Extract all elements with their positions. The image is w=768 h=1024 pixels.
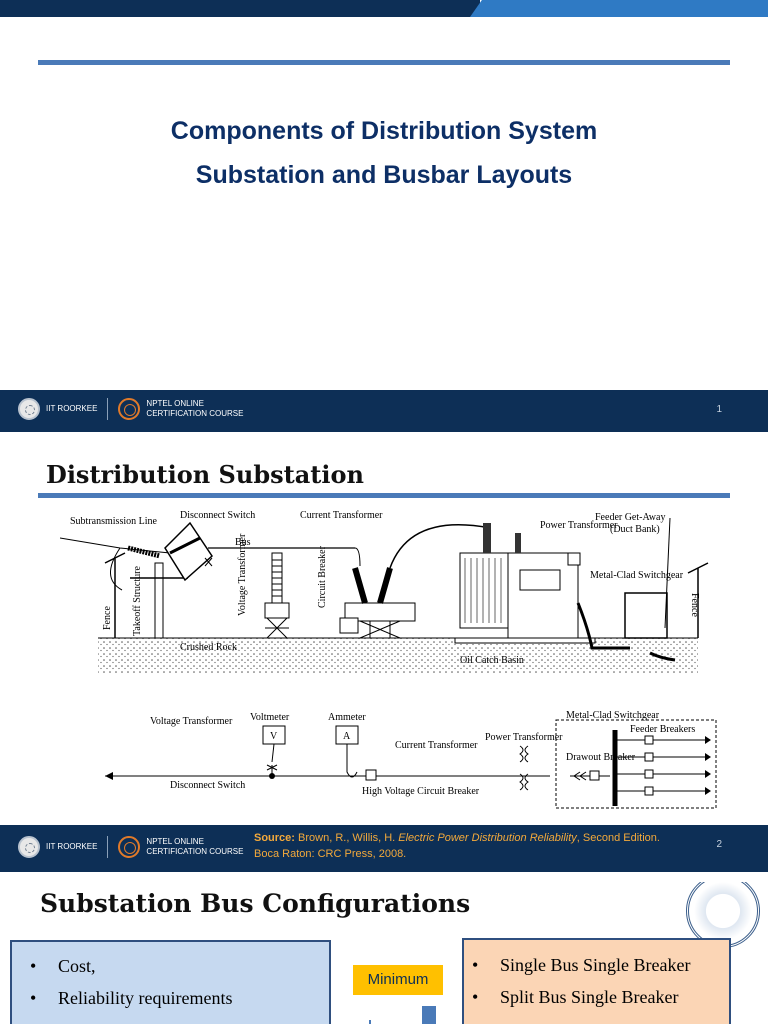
page-number-2: 2 [716,839,722,850]
drawout-breaker-label: Drawout Breaker [566,752,636,763]
feeder-breaker-rows [615,735,711,796]
ol-label-ammeter: Ammeter [328,712,366,723]
scale-arrow-tick [369,1020,371,1024]
iit-roorkee-emblem-icon [18,398,40,420]
substation-one-line-diagram: V A Drawout Breaker Voltage Transformer … [105,710,717,809]
footer-course-line-2-2: CERTIFICATION COURSE [146,847,244,856]
voltage-transformer [264,552,290,639]
disconnect-switch [164,521,213,582]
slide-gap-2 [0,872,768,882]
ol-label-feeder-breakers: Feeder Breakers [630,724,695,735]
slide-3: Substation Bus Configurations •Cost, •Re… [0,882,768,1024]
takeoff-structure [154,562,164,639]
source-publisher: Boca Raton: CRC Press, 2008. [254,848,407,860]
footer-course-line-2: CERTIFICATION COURSE [146,409,244,418]
heading-rule [38,493,730,498]
ol-label-hv-circuit-breaker: High Voltage Circuit Breaker [362,786,480,797]
label-takeoff-structure: Takeoff Structure [132,566,143,636]
ammeter-symbol: A [343,731,351,742]
right-configurations-box: •Single Bus Single Breaker •Split Bus Si… [462,938,731,1024]
source-label: Source: [254,832,295,844]
label-crushed-rock: Crushed Rock [180,642,237,653]
right-bullet-2: •Split Bus Single Breaker [472,987,679,1007]
power-transformer [454,523,596,644]
ol-label-current-transformer: Current Transformer [395,740,478,751]
source-book: Electric Power Distribution Reliability [398,832,577,844]
ol-label-disconnect-switch: Disconnect Switch [170,780,245,791]
left-criteria-box: •Cost, •Reliability requirements [10,940,331,1024]
source-edition: , Second Edition. [576,832,660,844]
label-fence-right: Fence [689,593,700,617]
label-power-transformer: Power Transformer [540,520,618,531]
metal-clad-switchgear [624,592,668,639]
label-fence-left: Fence [102,606,113,630]
label-subtransmission-line: Subtransmission Line [70,516,158,527]
label-disconnect-switch: Disconnect Switch [180,510,255,521]
iit-roorkee-emblem-icon-2 [18,836,40,858]
minimum-label-box: Minimum [353,965,443,995]
hv-breaker-box [365,769,377,781]
slide-2: Distribution Substation [0,450,768,825]
ol-label-metal-clad-switchgear: Metal-Clad Switchgear [566,710,660,721]
slide-2-footer: IIT ROORKEE NPTEL ONLINE CERTIFICATION C… [0,825,768,872]
slide-top-bar [0,0,768,17]
label-oil-catch-basin: Oil Catch Basin [460,655,524,666]
ol-label-power-transformer: Power Transformer [485,732,563,743]
left-bullet-1: •Cost, [30,956,96,976]
label-feeder-getaway: Feeder Get-Away [595,512,665,523]
slide-1-footer: IIT ROORKEE NPTEL ONLINE CERTIFICATION C… [0,390,768,432]
nptel-logo-icon [118,398,141,420]
power-transformer-symbol [519,745,529,791]
page-number: 1 [716,404,722,415]
voltmeter-symbol: V [270,731,278,742]
slide-heading-3: Substation Bus Configurations [40,889,471,918]
scale-arrow-bar [422,1006,436,1024]
footer-institute-2: IIT ROORKEE [46,842,98,851]
slide-title-line-2: Substation and Busbar Layouts [195,161,573,189]
footer-logos-2: IIT ROORKEE NPTEL ONLINE CERTIFICATION C… [18,836,243,858]
slide-1: Components of Distribution System Substa… [0,0,768,390]
label-voltage-transformer: Voltage Transformer [237,533,248,616]
slide-title-line-1: Components of Distribution System [170,117,598,145]
substation-pictorial-diagram: Subtransmission Line Disconnect Switch B… [60,510,709,673]
circuit-breaker [339,547,416,639]
label-duct-bank: (Duct Bank) [610,524,660,535]
crushed-rock-ground [98,638,698,673]
left-fence [104,552,126,638]
nptel-logo-icon-2 [118,836,141,858]
label-metal-clad-switchgear: Metal-Clad Switchgear [590,570,684,581]
footer-course-line-1: NPTEL ONLINE [146,399,204,408]
right-fence [687,562,709,638]
label-current-transformer: Current Transformer [300,510,383,521]
footer-course-line-1-2: NPTEL ONLINE [146,837,204,846]
switchgear-dashed-box [555,719,717,809]
ol-label-voltmeter: Voltmeter [250,712,290,723]
ol-label-voltage-transformer: Voltage Transformer [150,716,233,727]
title-rule [38,60,730,65]
source-authors: Brown, R., Willis, H. [298,832,396,844]
label-bus: Bus [235,537,251,548]
footer-institute: IIT ROORKEE [46,404,98,413]
slide-heading: Distribution Substation [46,460,364,489]
source-citation: Source: Brown, R., Willis, H. Electric P… [254,830,704,862]
slide-gap [0,432,768,450]
right-bullet-1: •Single Bus Single Breaker [472,955,691,975]
left-bullet-2: •Reliability requirements [30,988,233,1008]
label-circuit-breaker: Circuit Breaker [317,545,328,608]
footer-logos: IIT ROORKEE NPTEL ONLINE CERTIFICATION C… [18,398,243,420]
